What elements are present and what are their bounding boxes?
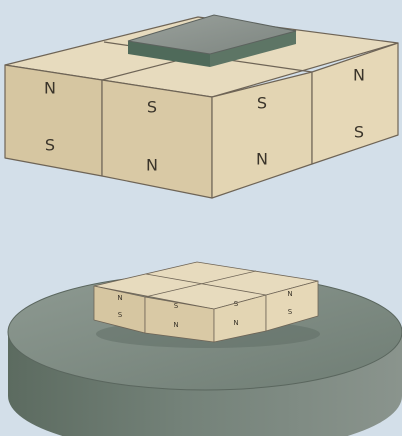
bottom-block-3-upper-pole: S <box>234 300 239 308</box>
block-3-upper-pole: S <box>257 94 267 113</box>
top-magnet-array: N S S N S N N S <box>4 16 399 199</box>
bottom-block-2-upper-pole: S <box>174 302 179 310</box>
bottom-block-2-lower-pole: N <box>173 321 178 329</box>
plate-side-right <box>210 31 296 67</box>
plate-side-left <box>128 41 210 67</box>
block-2-lower-pole: N <box>146 156 158 175</box>
bottom-top-seam-1 <box>144 270 257 298</box>
plate-top <box>127 14 297 55</box>
bottom-top-seam-2 <box>145 273 267 296</box>
block-3-lower-pole: N <box>256 150 268 169</box>
block-4-upper-pole: N <box>353 66 365 85</box>
disc-side <box>8 332 402 436</box>
bottom-block-1-lower-pole: S <box>118 311 123 319</box>
block-2-upper-pole: S <box>147 98 157 117</box>
bottom-block-4-lower-pole: S <box>288 308 293 316</box>
magnet-block-4 <box>311 42 399 165</box>
bottom-block-1-upper-pole: N <box>117 294 122 302</box>
block-1-upper-pole: N <box>44 79 56 98</box>
bottom-magnet-array: N S S N S N N S <box>93 261 319 343</box>
bottom-block-3-lower-pole: N <box>233 319 238 327</box>
bottom-magnet-block-4 <box>265 280 319 332</box>
bottom-block-4-upper-pole: N <box>287 290 292 298</box>
superconductor-plate <box>127 14 297 67</box>
block-1-lower-pole: S <box>45 136 55 155</box>
block-4-lower-pole: S <box>354 123 364 142</box>
